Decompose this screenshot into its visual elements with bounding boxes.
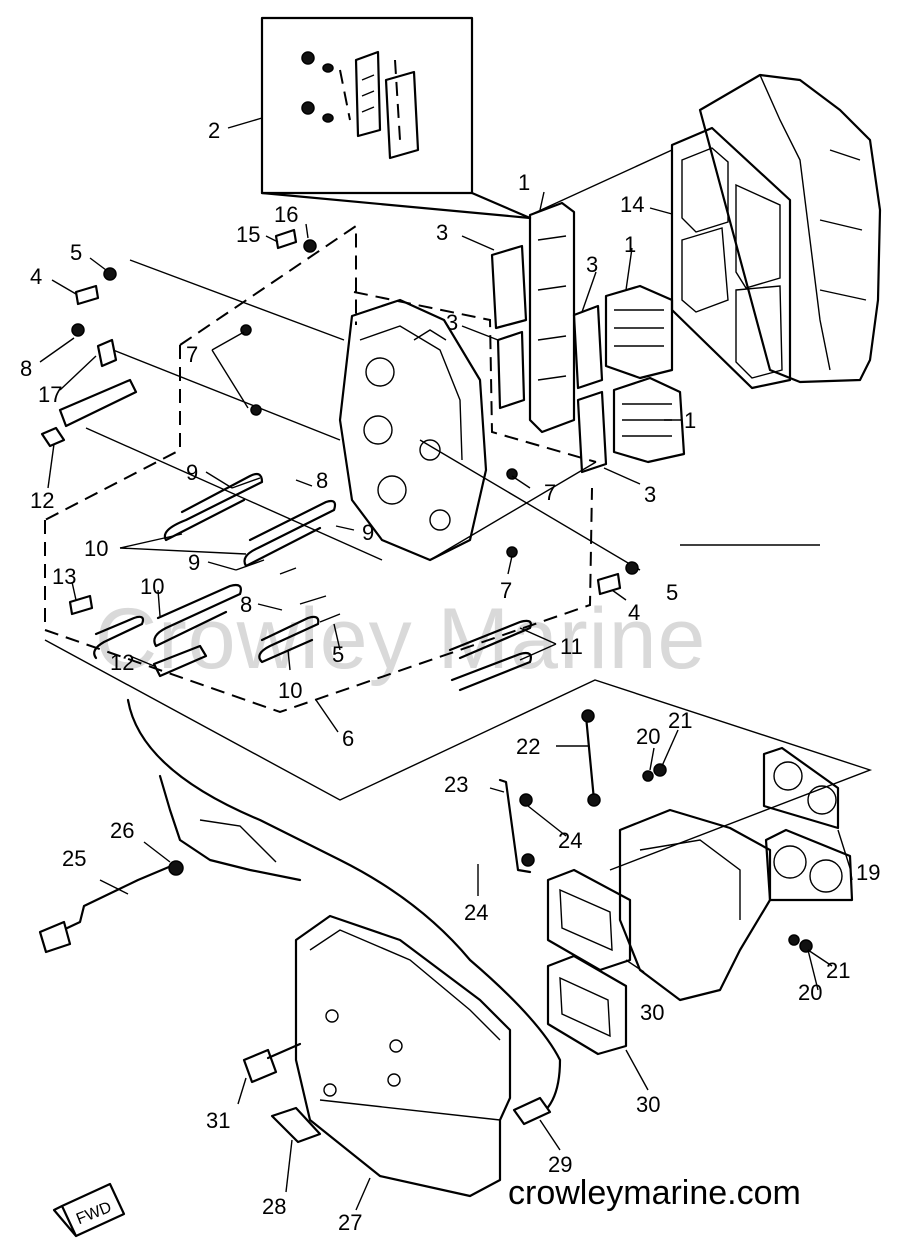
fwd-label: FWD xyxy=(74,1199,114,1228)
label-13: 13 xyxy=(52,564,76,589)
label-25: 25 xyxy=(62,846,86,871)
label-12-top: 12 xyxy=(30,488,54,513)
label-30-top: 30 xyxy=(640,1000,664,1025)
rod-22 xyxy=(581,709,601,807)
gaskets-30 xyxy=(546,868,632,1056)
label-7-bottom: 7 xyxy=(500,578,512,603)
label-7-left: 7 xyxy=(186,342,198,367)
label-30-lower: 30 xyxy=(636,1092,660,1117)
label-leaders xyxy=(39,117,853,1211)
label-6: 6 xyxy=(342,726,354,751)
hoses xyxy=(40,378,532,692)
label-17: 17 xyxy=(38,382,62,407)
label-24-lower: 24 xyxy=(464,900,488,925)
engine-block xyxy=(698,73,882,384)
label-28: 28 xyxy=(262,1194,286,1219)
intake-silencer xyxy=(126,698,772,1122)
label-10-left: 10 xyxy=(84,536,108,561)
label-20-lower: 20 xyxy=(798,980,822,1005)
gaskets-3 xyxy=(490,244,608,474)
reed-valve-assembly-upper xyxy=(604,284,674,380)
label-10-mid: 10 xyxy=(140,574,164,599)
reed-valve-assembly-mid xyxy=(528,201,576,434)
label-4-right: 4 xyxy=(628,600,640,625)
dashed-box-6 xyxy=(44,224,597,714)
reed-valve-assembly-lower xyxy=(612,376,686,464)
label-7-right: 7 xyxy=(544,480,556,505)
label-3-mid: 3 xyxy=(446,310,458,335)
label-21-lower: 21 xyxy=(826,958,850,983)
label-1-top: 1 xyxy=(518,170,530,195)
label-24-right: 24 xyxy=(558,828,582,853)
callout-labels: 2 1 14 3 1 3 15 16 5 4 3 8 7 17 1 9 8 7 … xyxy=(20,118,880,1235)
label-27: 27 xyxy=(338,1210,362,1235)
label-9-mid: 9 xyxy=(362,520,374,545)
website-url: crowleymarine.com xyxy=(508,1174,801,1212)
gasket-14 xyxy=(670,126,792,390)
label-1-right: 1 xyxy=(624,232,636,257)
fittings xyxy=(68,228,639,623)
label-21-top: 21 xyxy=(668,708,692,733)
label-31: 31 xyxy=(206,1108,230,1133)
label-3-right: 3 xyxy=(586,252,598,277)
label-3-top: 3 xyxy=(436,220,448,245)
leader-lines xyxy=(44,149,873,871)
label-29: 29 xyxy=(548,1152,572,1177)
label-3-lower: 3 xyxy=(644,482,656,507)
label-8-lower: 8 xyxy=(240,592,252,617)
reed-valve-inset xyxy=(260,16,532,220)
label-10-lower: 10 xyxy=(278,678,302,703)
label-16: 16 xyxy=(274,202,298,227)
label-12-lower: 12 xyxy=(110,650,134,675)
misc-small-parts xyxy=(38,774,552,1144)
label-23: 23 xyxy=(444,772,468,797)
label-5-right: 5 xyxy=(666,580,678,605)
label-1-lower: 1 xyxy=(684,408,696,433)
label-5-left: 5 xyxy=(70,240,82,265)
label-14: 14 xyxy=(620,192,644,217)
fwd-arrow-tag: FWD xyxy=(52,1182,126,1238)
label-5-lower: 5 xyxy=(332,642,344,667)
label-22: 22 xyxy=(516,734,540,759)
label-9-lower: 9 xyxy=(188,550,200,575)
label-15: 15 xyxy=(236,222,260,247)
label-8-mid: 8 xyxy=(316,468,328,493)
gasket-19 xyxy=(762,746,854,902)
label-20-top: 20 xyxy=(636,724,660,749)
carburetor-body xyxy=(338,298,488,562)
label-4-left: 4 xyxy=(30,264,42,289)
label-8-left: 8 xyxy=(20,356,32,381)
grommets-20-21 xyxy=(642,763,813,953)
hose-23 xyxy=(498,778,535,874)
silencer-cover-27 xyxy=(294,914,512,1198)
label-2: 2 xyxy=(208,118,220,143)
label-11: 11 xyxy=(560,634,583,659)
label-19: 19 xyxy=(856,860,880,885)
label-26: 26 xyxy=(110,818,134,843)
label-9-top: 9 xyxy=(186,460,198,485)
